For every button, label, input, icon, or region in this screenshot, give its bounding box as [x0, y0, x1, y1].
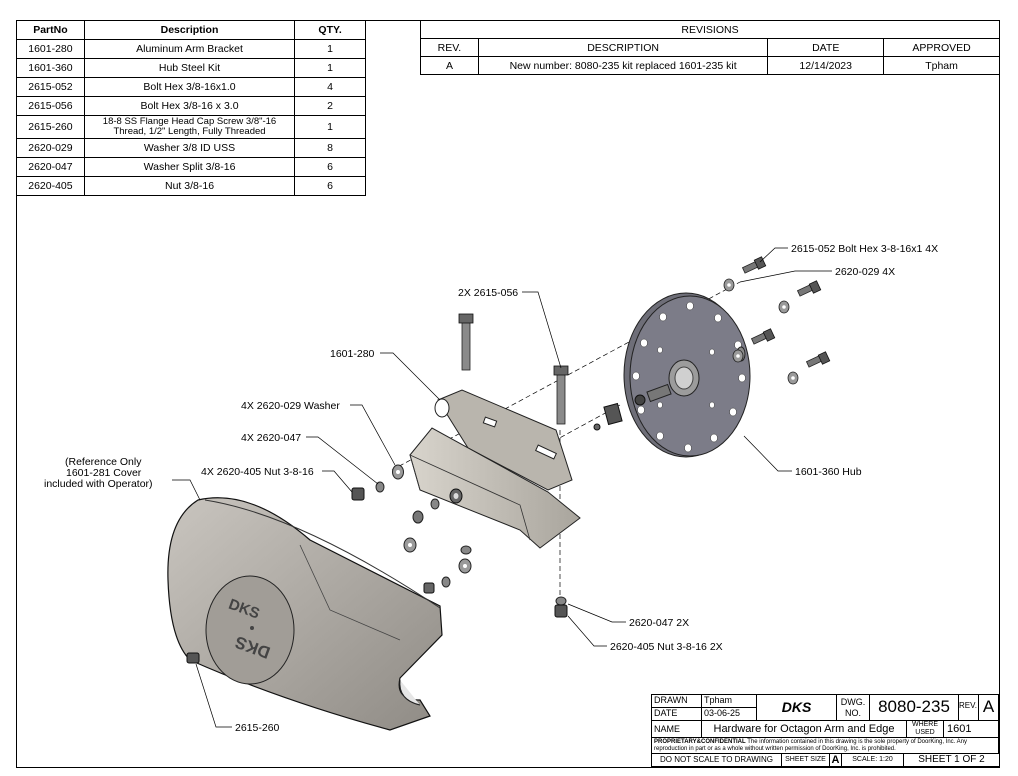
- reference-cover: DKS DKS: [167, 497, 443, 731]
- leader-lines: [172, 247, 832, 728]
- callout-long-bolt-056: 2X 2615-056: [458, 287, 518, 299]
- scale: SCALE: 1:20: [842, 754, 904, 767]
- hub-plate: [593, 292, 751, 458]
- callout-screw-260: 2615-260: [235, 722, 280, 734]
- callout-reference-line3: included with Operator): [44, 478, 153, 490]
- callout-reference-line2: 1601-281 Cover: [66, 467, 142, 479]
- bracket-hardware: [351, 464, 568, 618]
- header-rev: REV.: [420, 38, 479, 57]
- date-value: 03-06-25: [702, 708, 757, 721]
- callout-washer-029: 4X 2620-029 Washer: [241, 400, 340, 412]
- part-qty: 6: [294, 176, 366, 196]
- revision-date: 12/14/2023: [767, 56, 885, 75]
- header-date: DATE: [767, 38, 885, 57]
- part-number: 2620-405: [16, 176, 85, 196]
- callout-washer-047: 4X 2620-047: [241, 432, 301, 444]
- drawn-value: Tpham: [702, 695, 757, 708]
- callout-nut-405: 4X 2620-405 Nut 3-8-16: [201, 466, 314, 478]
- company-logo: DKS: [757, 695, 837, 721]
- proprietary-text: The information contained in this drawin…: [654, 739, 968, 752]
- name-label: NAME: [652, 721, 702, 738]
- date-label: DATE: [652, 708, 702, 721]
- callout-arm-bracket: 1601-280: [330, 348, 375, 360]
- part-description: 18-8 SS Flange Head Cap Screw 3/8"-16 Th…: [83, 115, 296, 139]
- sheet-size-label: SHEET SIZE: [782, 754, 830, 767]
- rev-value: A: [979, 695, 999, 721]
- revisions-header: REV. DESCRIPTION DATE APPROVED: [420, 38, 1000, 57]
- callout-washer-047-2x: 2620-047 2X: [629, 617, 689, 629]
- sheet-number: SHEET 1 OF 2: [904, 754, 999, 767]
- do-not-scale: DO NOT SCALE TO DRAWING: [652, 754, 782, 767]
- proprietary-title: PROPRIETARY&CONFIDENTIAL: [654, 739, 746, 745]
- part-description: Nut 3/8-16: [83, 176, 296, 196]
- drawing-number: 8080-235: [870, 695, 959, 721]
- drawing-name: Hardware for Octagon Arm and Edge: [702, 721, 907, 738]
- callout-nut-405-2x: 2620-405 Nut 3-8-16 2X: [610, 641, 723, 653]
- hub-bolts: [723, 256, 831, 385]
- where-used-label: WHERE USED: [907, 721, 944, 738]
- drawn-label: DRAWN: [652, 695, 702, 708]
- proprietary-notice: PROPRIETARY&CONFIDENTIAL The information…: [652, 738, 999, 754]
- sheet-size-value: A: [830, 754, 842, 767]
- callout-hub: 1601-360 Hub: [795, 466, 862, 478]
- long-bolts: [458, 313, 569, 425]
- table-row: A New number: 8080-235 kit replaced 1601…: [420, 56, 1000, 75]
- arm-bracket: [409, 389, 581, 549]
- callout-washer-029-hub: 2620-029 4X: [835, 266, 895, 278]
- title-block: DRAWN Tpham DATE 03-06-25 DKS DWG. NO. 8…: [651, 694, 1000, 768]
- rev-label: REV.: [959, 695, 979, 721]
- revision-approver: Tpham: [883, 56, 1000, 75]
- dwg-no-label: DWG. NO.: [837, 695, 870, 721]
- where-used-value: 1601: [944, 721, 999, 738]
- callout-reference-line1: (Reference Only: [65, 456, 142, 468]
- revisions-table: REVISIONS REV. DESCRIPTION DATE APPROVED…: [420, 20, 1000, 75]
- revision-description: New number: 8080-235 kit replaced 1601-2…: [477, 56, 769, 75]
- callout-bolt-hex-052: 2615-052 Bolt Hex 3-8-16x1 4X: [791, 243, 938, 255]
